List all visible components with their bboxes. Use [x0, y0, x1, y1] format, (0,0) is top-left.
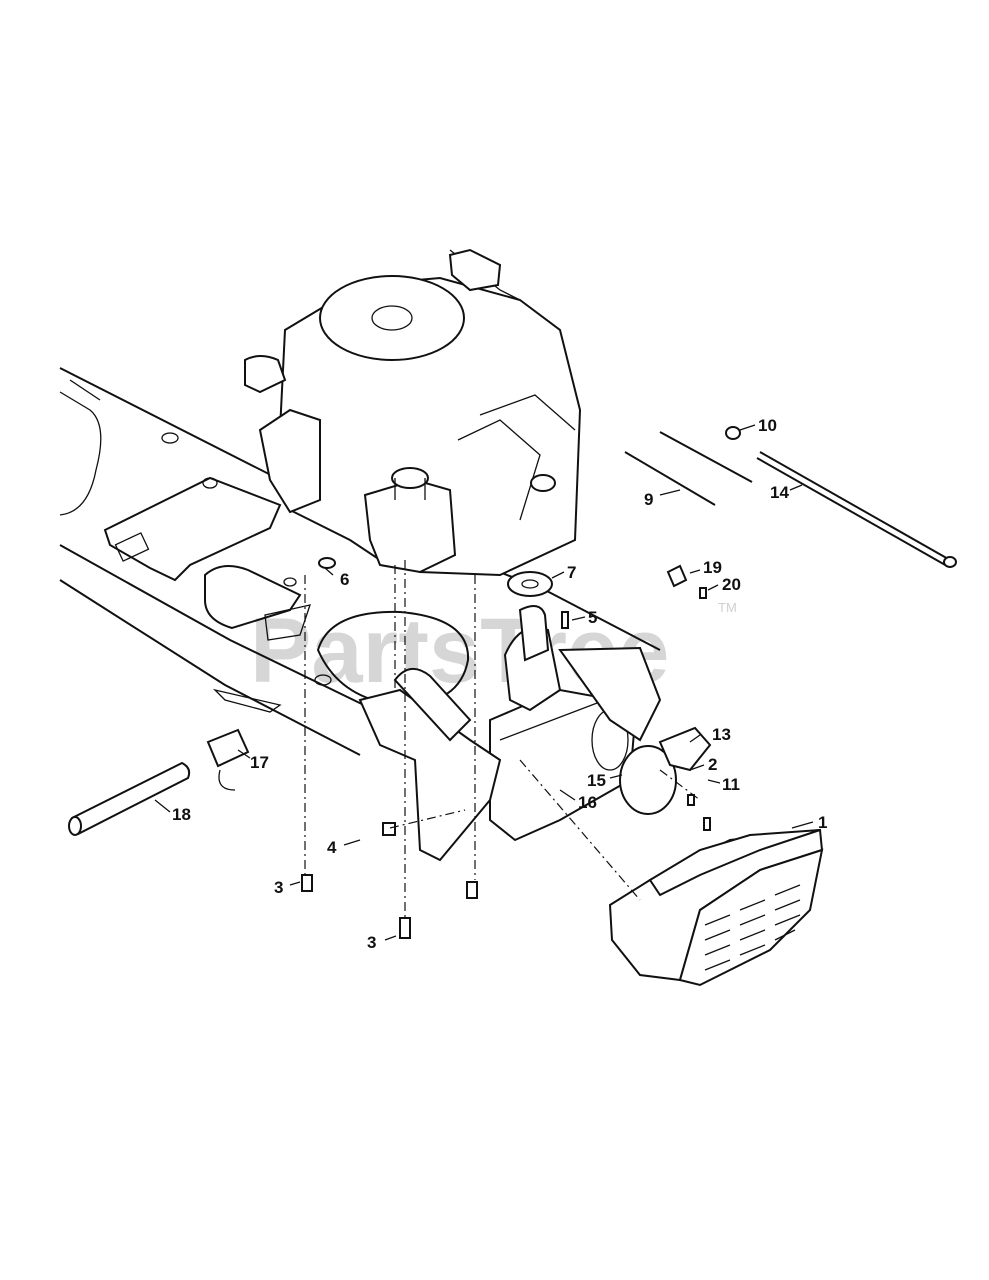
callout-1: 1	[818, 813, 827, 832]
callout-5: 5	[588, 608, 597, 627]
rods	[624, 426, 957, 568]
callout-13: 13	[712, 725, 731, 744]
callout-16: 16	[578, 793, 597, 812]
callout-10: 10	[758, 416, 777, 435]
callout-6: 6	[340, 570, 349, 589]
engine	[244, 248, 582, 577]
callout-4: 4	[327, 838, 337, 857]
assembly-lines	[304, 560, 701, 920]
callout-7: 7	[567, 563, 576, 582]
callout-19: 19	[703, 558, 722, 577]
exhaust-gasket	[507, 571, 553, 597]
muffler-guard	[608, 828, 824, 987]
tractor-frame	[59, 367, 661, 771]
callouts: 1 2 3 3 4 5 6 7 9 10 11 13 14 15 16 17 1…	[172, 416, 827, 952]
callout-11: 11	[722, 775, 740, 794]
callout-18: 18	[172, 805, 191, 824]
callout-2: 2	[708, 755, 717, 774]
fuel-filter	[206, 728, 250, 791]
callout-3a: 3	[274, 878, 283, 897]
callout-14: 14	[770, 483, 789, 502]
watermark-tm: TM	[718, 600, 737, 615]
callout-15: 15	[587, 771, 606, 790]
callout-20: 20	[722, 575, 741, 594]
callout-9: 9	[644, 490, 653, 509]
fasteners	[301, 557, 711, 939]
shield-plate	[619, 745, 677, 815]
callout-17: 17	[250, 753, 269, 772]
leader-lines	[154, 424, 814, 941]
callout-3b: 3	[367, 933, 376, 952]
fuel-hose	[68, 761, 191, 836]
